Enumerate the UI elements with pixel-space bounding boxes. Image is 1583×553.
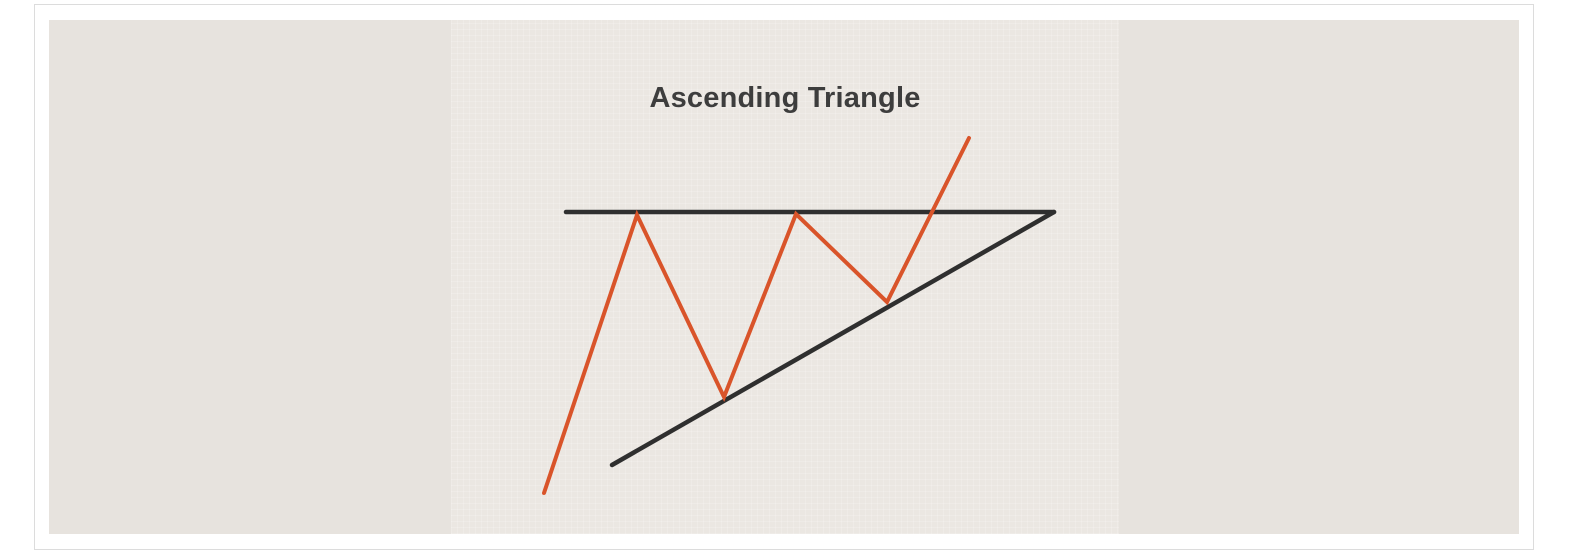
ascending-triangle-diagram: [542, 136, 1057, 495]
price-action-line: [542, 136, 971, 495]
support-line: [609, 209, 1057, 468]
diagram-title: Ascending Triangle: [649, 82, 921, 114]
diagram-grid-background: [451, 20, 1119, 534]
diagram-panel: [49, 20, 1519, 534]
